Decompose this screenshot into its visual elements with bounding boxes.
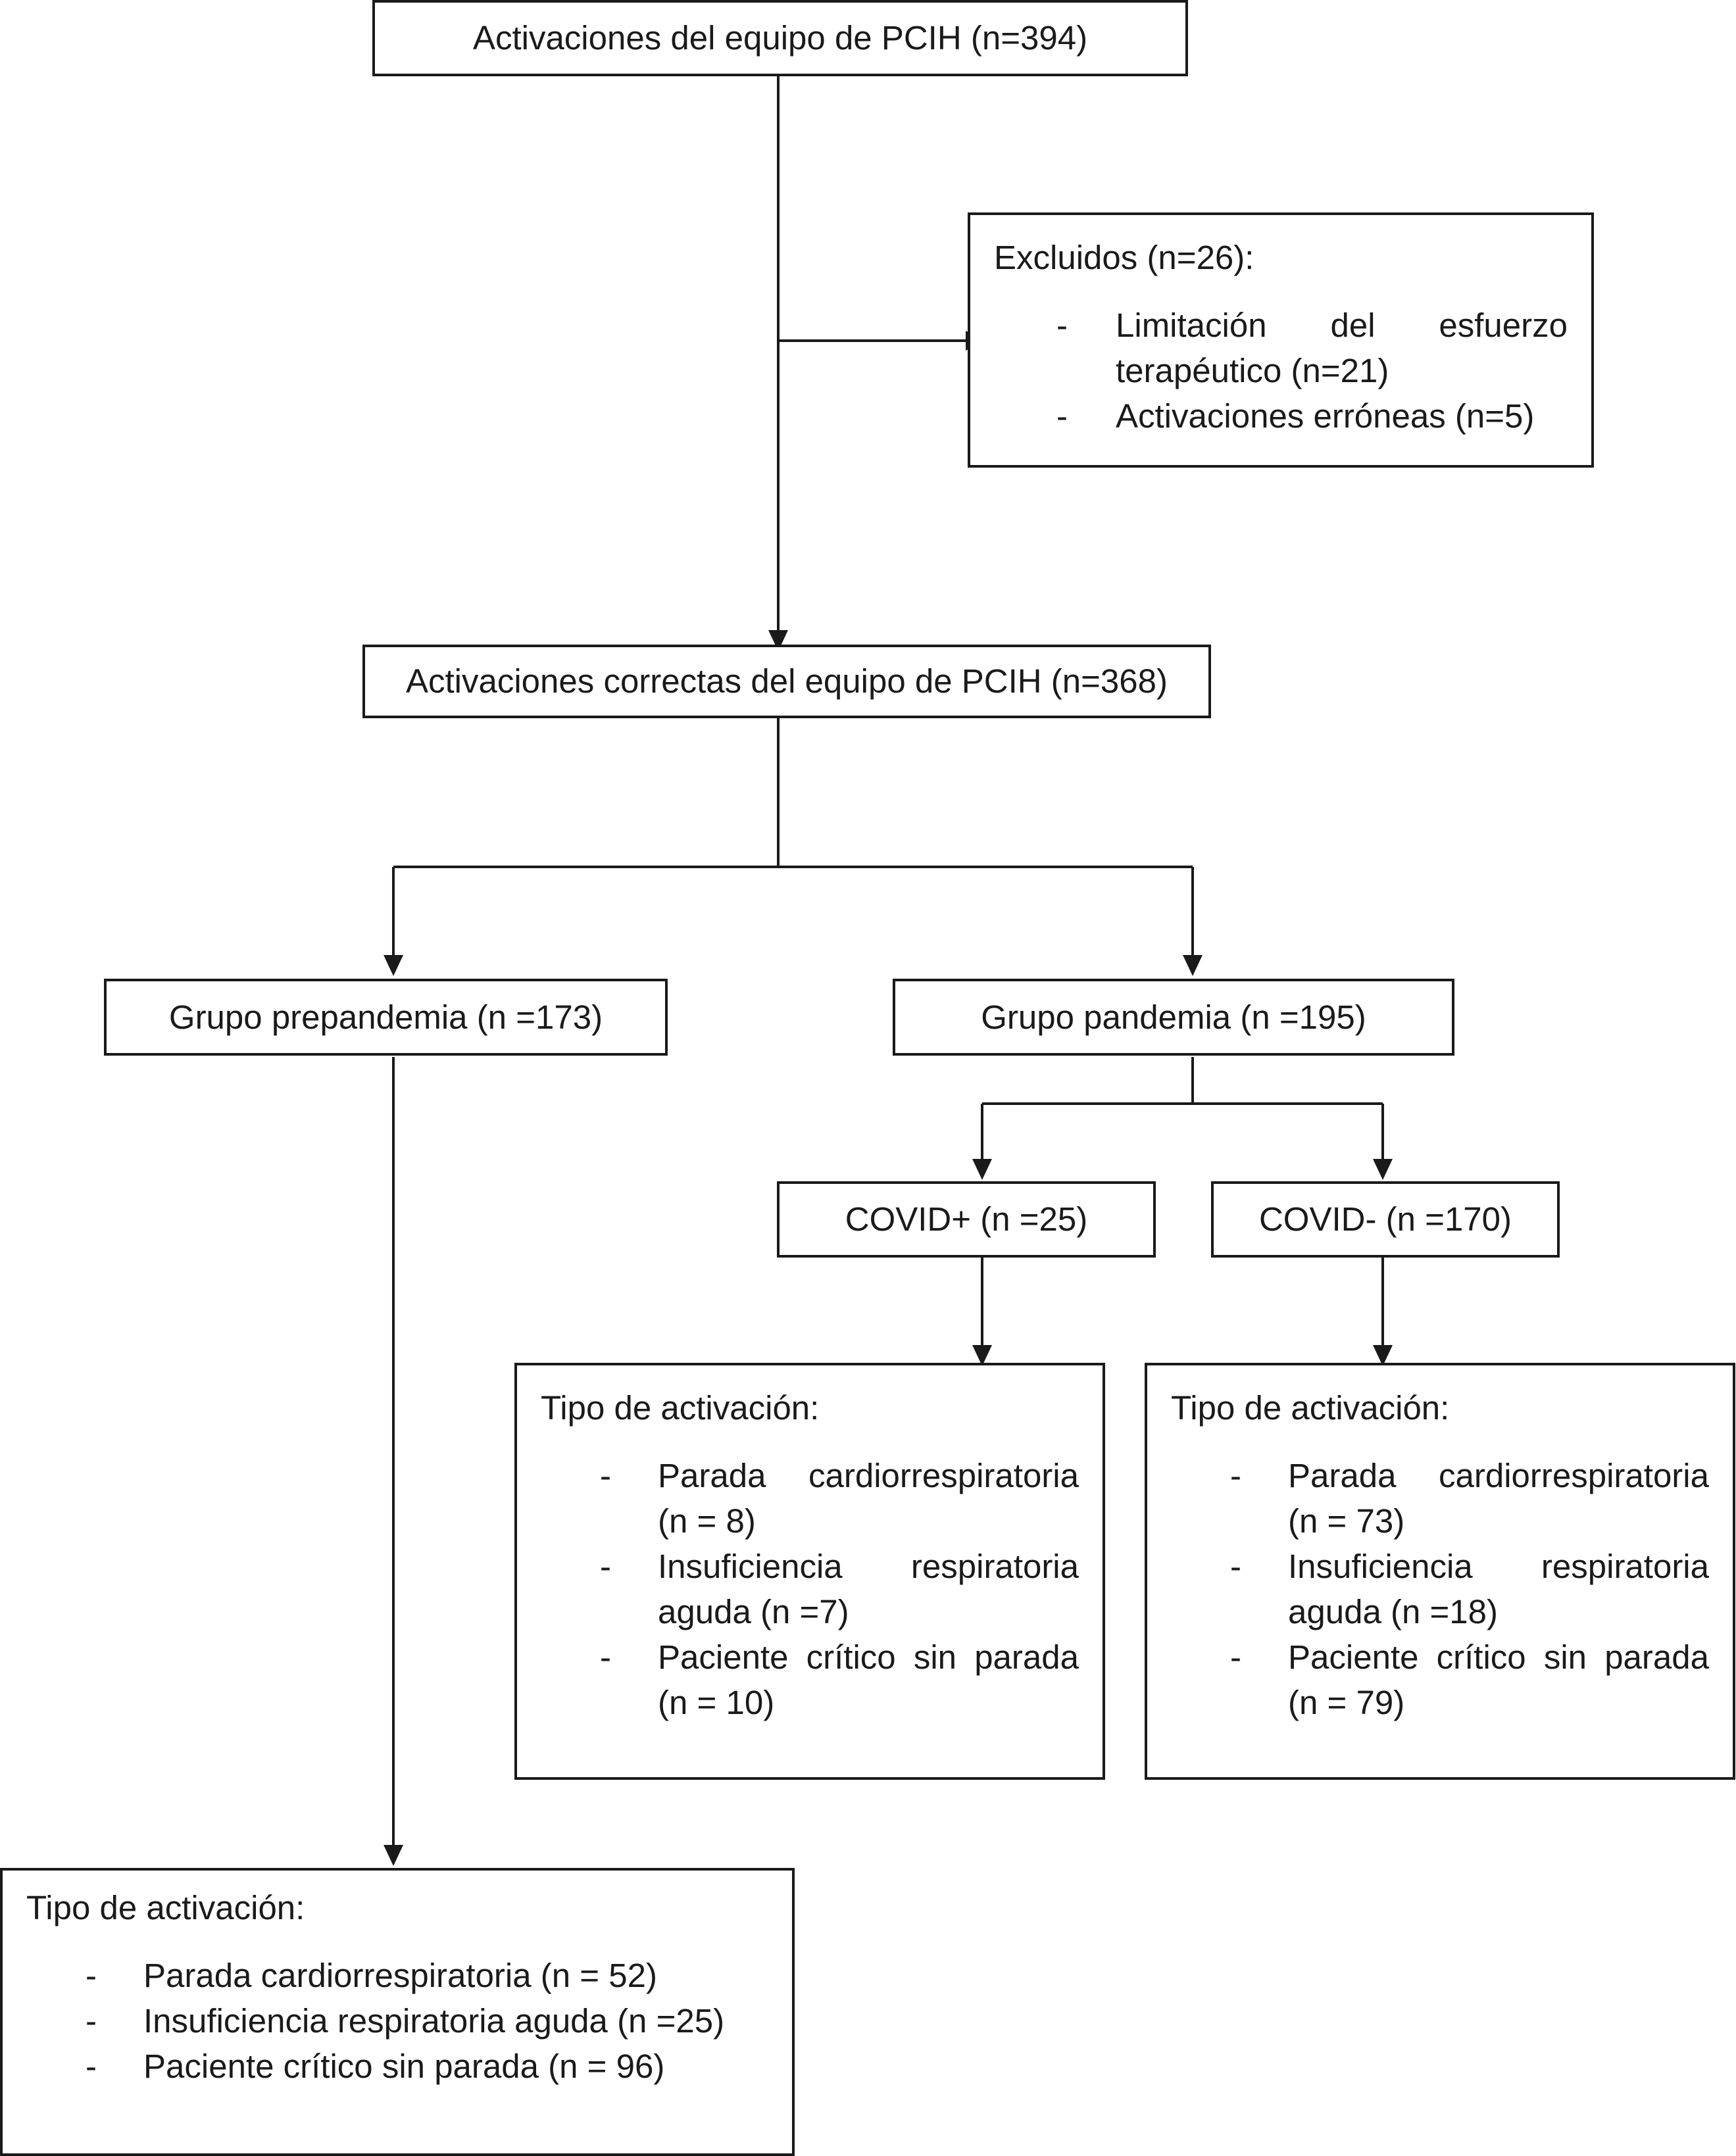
excluded-box: Excluidos (n=26): -Limitación del esfuer… [968,212,1594,468]
covid-negative-label: COVID- (n =170) [1258,1200,1512,1238]
arrowhead-prepandemic [384,955,403,976]
list-item: -Paciente crítico sin parada (n = 10) [541,1634,1079,1725]
prepandemic-types-box: Tipo de activación: -Parada cardiorrespi… [0,1868,795,2156]
bullet-dash: - [1230,1638,1241,1676]
list-item: -Paciente crítico sin parada (n = 79) [1171,1634,1709,1725]
arrowhead-pandemic [1183,955,1203,976]
prepandemic-group-label: Grupo prepandemia (n =173) [168,998,603,1036]
bullet-dash: - [600,1638,611,1676]
activation-types-list: -Parada cardiorrespiratoria (n = 73) -In… [1171,1453,1709,1725]
list-item: -Insuficiencia respiratoria aguda (n =25… [26,1998,768,2044]
covid-negative-types-box: Tipo de activación: -Parada cardiorrespi… [1145,1363,1735,1780]
covid-negative-box: COVID- (n =170) [1211,1181,1560,1258]
arrowhead-prepandemic-types [384,1845,403,1866]
activation-types-heading: Tipo de activación: [1171,1389,1450,1427]
bullet-dash: - [86,2047,97,2085]
arrowhead-covid-pos-types [972,1345,992,1366]
bullet-dash: - [86,1957,97,1994]
total-activations-label: Activaciones del equipo de PCIH (n=394) [472,19,1088,57]
activation-types-heading: Tipo de activación: [541,1389,820,1427]
bullet-dash: - [600,1548,611,1585]
excluded-heading: Excluidos (n=26): [994,239,1254,276]
bullet-dash: - [86,2002,97,2040]
list-item: -Parada cardiorrespiratoria (n = 73) [1171,1453,1709,1544]
correct-activations-label: Activaciones correctas del equipo de PCI… [405,662,1168,700]
arrowhead-covid-pos [972,1159,992,1180]
total-activations-box: Activaciones del equipo de PCIH (n=394) [372,0,1188,76]
correct-activations-box: Activaciones correctas del equipo de PCI… [362,645,1211,718]
list-item: -Insuficiencia respiratoria aguda (n =7) [541,1544,1079,1634]
bullet-dash: - [600,1457,611,1494]
list-item: -Limitación del esfuerzo terapéutico (n=… [994,303,1568,393]
activation-types-list: -Parada cardiorrespiratoria (n = 8) -Ins… [541,1453,1079,1725]
list-item: -Activaciones erróneas (n=5) [994,393,1568,439]
prepandemic-group-box: Grupo prepandemia (n =173) [104,979,668,1056]
covid-positive-box: COVID+ (n =25) [777,1181,1156,1258]
bullet-dash: - [1056,306,1068,344]
list-item: -Parada cardiorrespiratoria (n = 8) [541,1453,1079,1544]
list-item: -Parada cardiorrespiratoria (n = 52) [26,1953,768,1998]
pandemic-group-box: Grupo pandemia (n =195) [893,979,1454,1056]
arrowhead-correct [768,630,788,651]
excluded-list: -Limitación del esfuerzo terapéutico (n=… [994,303,1568,439]
pandemic-group-label: Grupo pandemia (n =195) [981,998,1366,1036]
bullet-dash: - [1230,1457,1241,1494]
activation-types-heading: Tipo de activación: [26,1889,305,1926]
bullet-dash: - [1056,397,1068,435]
covid-positive-label: COVID+ (n =25) [845,1200,1088,1238]
bullet-dash: - [1230,1548,1241,1585]
arrowhead-covid-neg [1373,1159,1393,1180]
activation-types-list: -Parada cardiorrespiratoria (n = 52) -In… [26,1953,768,2089]
covid-positive-types-box: Tipo de activación: -Parada cardiorrespi… [514,1363,1105,1780]
arrowhead-covid-neg-types [1373,1345,1393,1366]
list-item: -Insuficiencia respiratoria aguda (n =18… [1171,1544,1709,1634]
list-item: -Paciente crítico sin parada (n = 96) [26,2044,768,2089]
